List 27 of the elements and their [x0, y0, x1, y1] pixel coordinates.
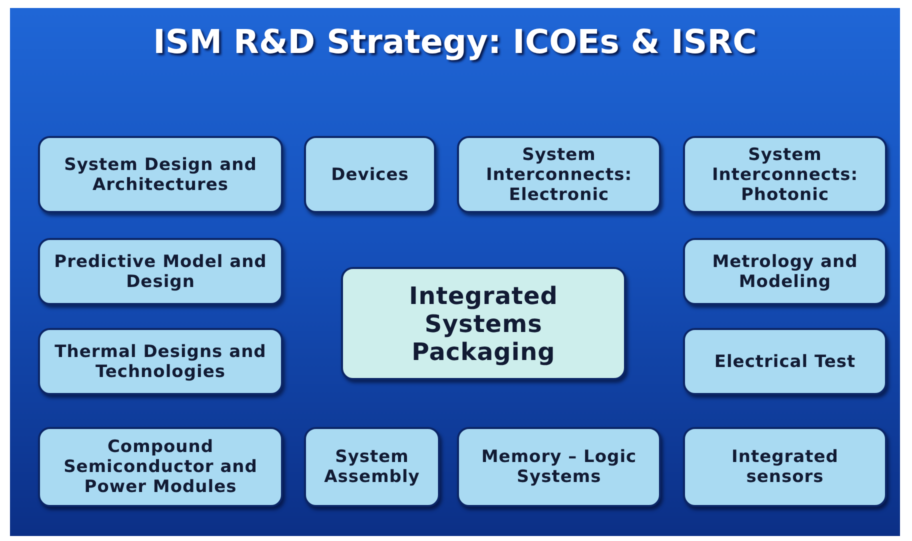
- topic-box: [683, 328, 887, 395]
- box-label: Electrical Test: [713, 352, 857, 372]
- slide-title: ISM R&D Strategy: ICOEs & ISRC: [152, 22, 758, 61]
- box-label: Devices: [330, 164, 410, 184]
- topic-box: [38, 238, 283, 305]
- topic-box: [38, 328, 283, 395]
- central-topic-box: [341, 267, 626, 380]
- box-label: System Design and Architectures: [63, 154, 258, 194]
- box-label: Metrology and Modeling: [711, 252, 859, 292]
- box-label: System Interconnects: Electronic: [484, 144, 634, 204]
- topic-box: [683, 136, 887, 213]
- topic-box: [683, 427, 887, 507]
- box-label: Compound Semiconductor and Power Modules: [62, 437, 258, 497]
- topic-box: [683, 238, 887, 305]
- topic-box: [304, 136, 436, 213]
- box-label: Integrated Systems Packaging: [408, 282, 559, 366]
- box-label: Integrated sensors: [730, 447, 840, 487]
- box-label: Thermal Designs and Technologies: [54, 342, 268, 382]
- topic-box: [304, 427, 440, 507]
- box-label: System Assembly: [323, 447, 421, 487]
- topic-box: [457, 427, 661, 507]
- topic-box: [457, 136, 661, 213]
- box-label: System Interconnects: Photonic: [710, 144, 860, 204]
- box-label: Memory – Logic Systems: [480, 447, 638, 487]
- box-label: Predictive Model and Design: [53, 252, 268, 292]
- topic-box: [38, 136, 283, 213]
- topic-box: [38, 427, 283, 507]
